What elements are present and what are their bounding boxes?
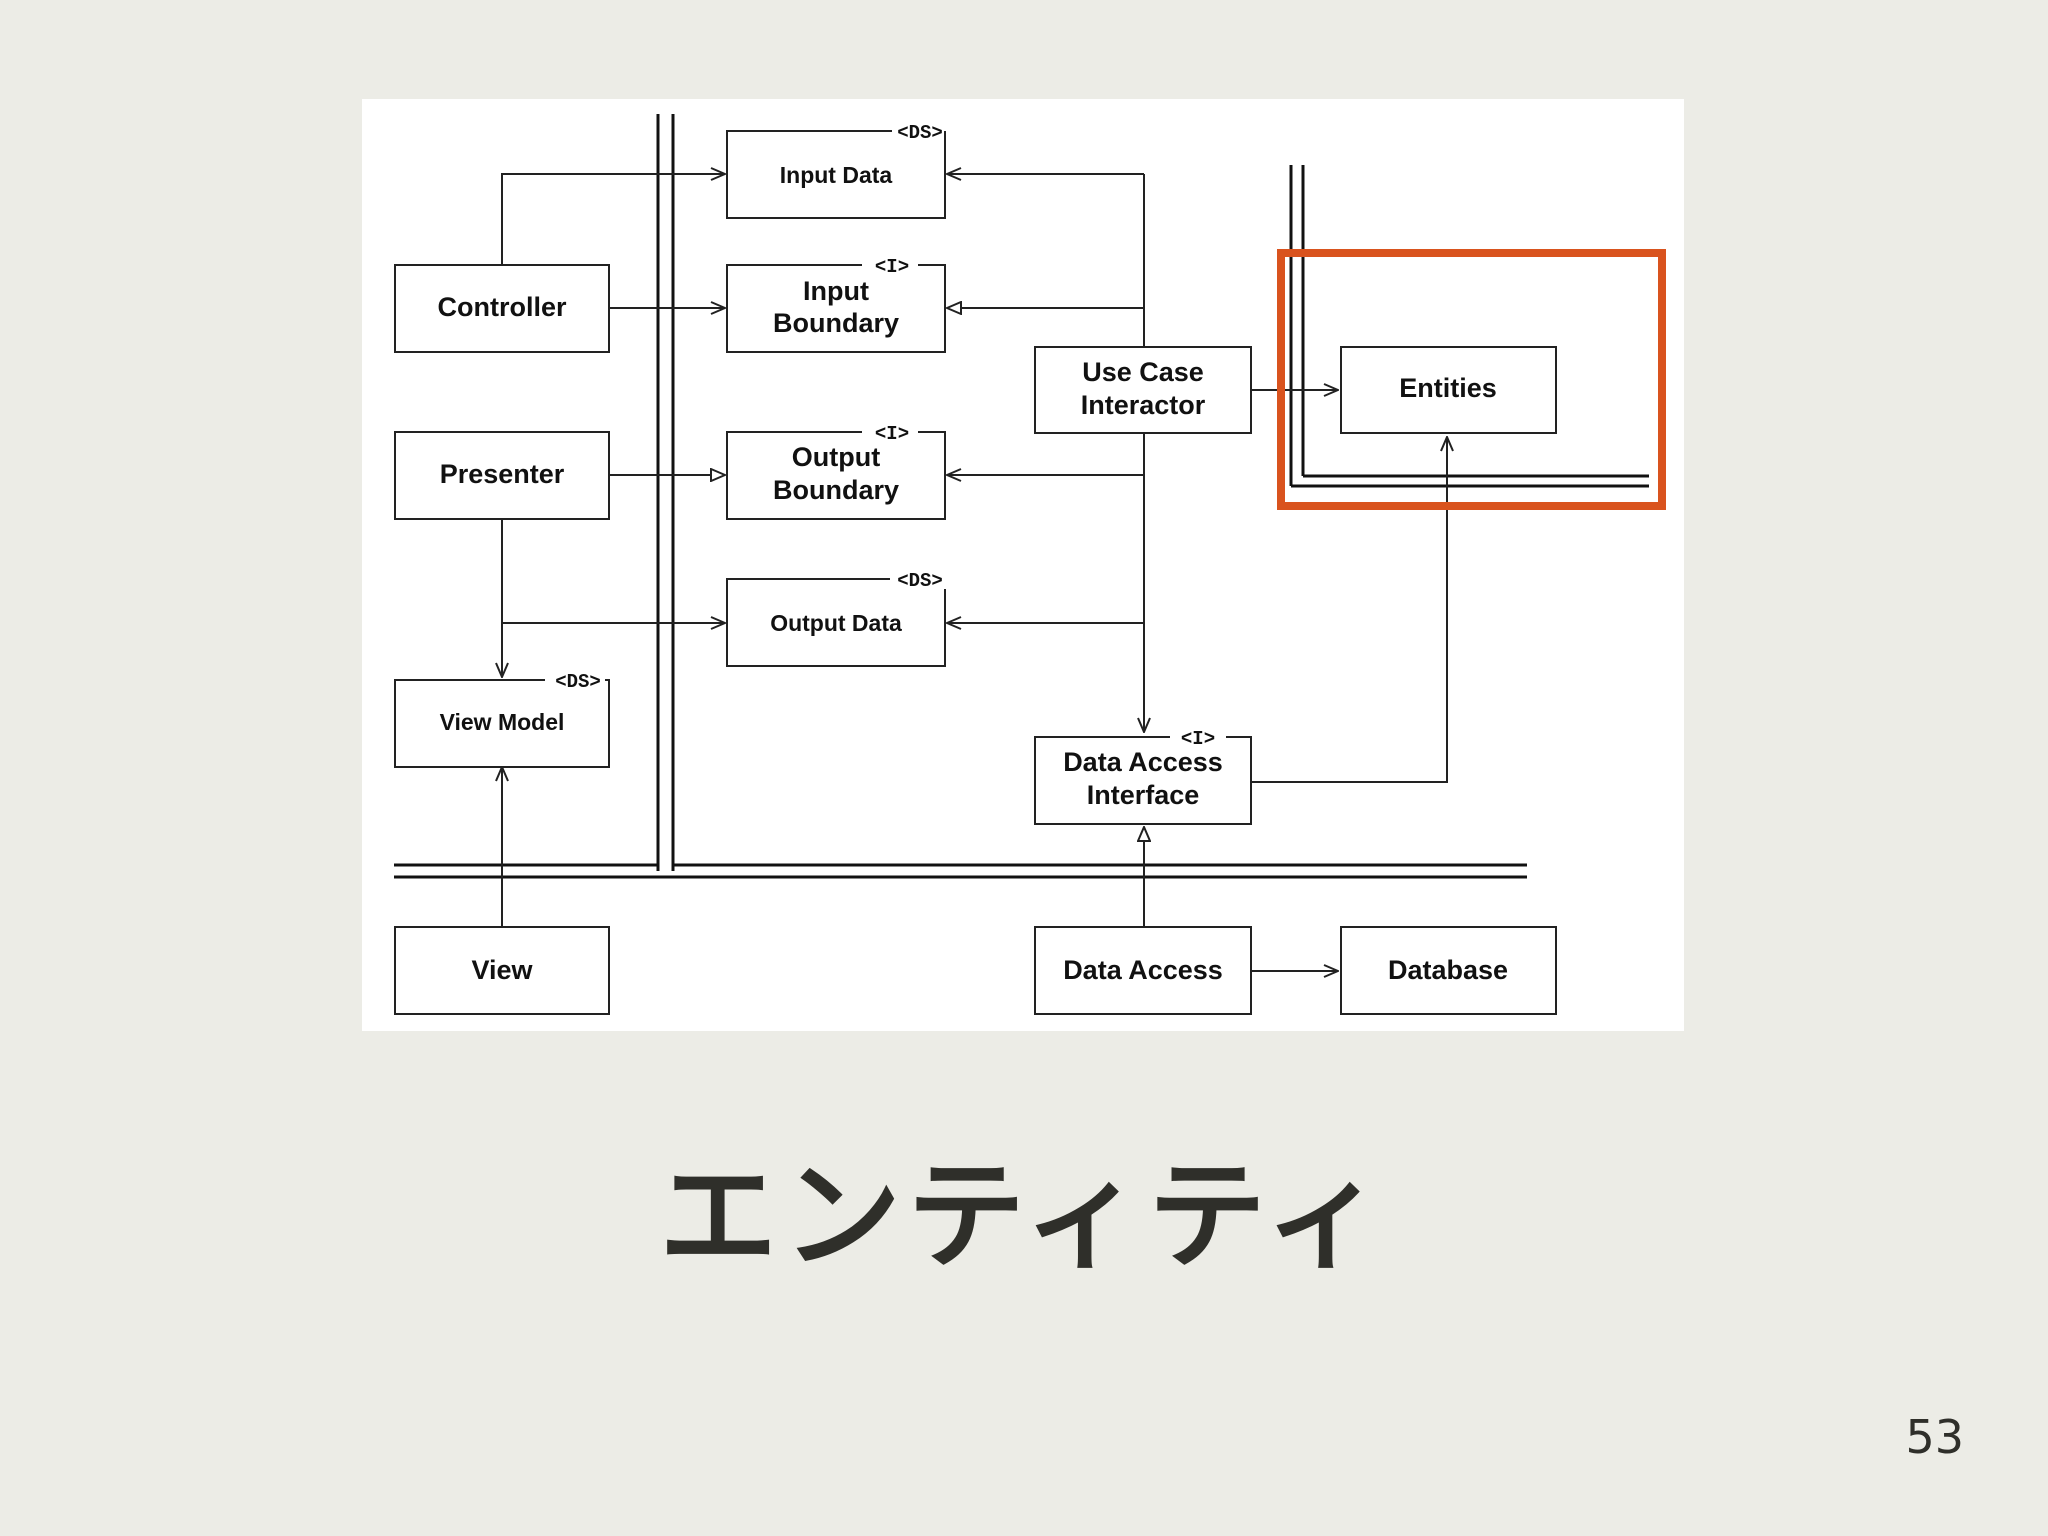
page-number: 53 <box>1905 1410 1964 1464</box>
box-data-access: Data Access <box>1034 926 1252 1015</box>
connectors <box>502 174 1447 971</box>
presenter-label: Presenter <box>440 459 565 489</box>
box-input-data: <DS> Input Data <box>726 122 946 219</box>
boundary-lines <box>394 114 1649 879</box>
box-input-boundary: <I> Input Boundary <box>726 255 946 353</box>
box-entities: Entities <box>1340 346 1557 434</box>
data-access-interface-to-entities-arrow <box>1251 437 1447 783</box>
input-boundary-label-line-2: Boundary <box>773 308 899 338</box>
controller-to-input-data-arrow <box>501 174 725 265</box>
input-data-label: Input Data <box>780 162 893 188</box>
box-data-access-interface: <I> Data Access Interface <box>1034 727 1252 825</box>
use-case-interactor-label-line-2: Interactor <box>1081 390 1206 420</box>
output-boundary-stereotype: <I> <box>875 423 909 445</box>
database-label: Database <box>1388 955 1508 985</box>
box-view-model: <DS> View Model <box>394 670 610 768</box>
entities-label: Entities <box>1399 373 1497 403</box>
data-access-interface-stereotype: <I> <box>1181 728 1215 750</box>
input-boundary-label-line-1: Input <box>803 276 869 306</box>
view-model-stereotype: <DS> <box>555 671 601 693</box>
box-output-data: <DS> Output Data <box>726 569 950 667</box>
diagram-canvas: <DS> Input Data <I> Input Boundary <I> O… <box>394 114 1666 1015</box>
output-data-label: Output Data <box>770 610 902 636</box>
input-boundary-stereotype: <I> <box>875 256 909 278</box>
input-data-stereotype: <DS> <box>897 122 943 144</box>
box-controller: Controller <box>394 264 610 353</box>
view-model-label: View Model <box>440 709 565 735</box>
box-database: Database <box>1340 926 1557 1015</box>
slide-title: エンティティ <box>659 1147 1389 1285</box>
data-access-label: Data Access <box>1063 955 1223 985</box>
entities-highlight-frame <box>1277 249 1666 510</box>
box-presenter: Presenter <box>394 431 610 520</box>
view-label: View <box>471 955 533 985</box>
box-use-case-interactor: Use Case Interactor <box>1034 346 1252 434</box>
output-boundary-label-line-2: Boundary <box>773 475 899 505</box>
box-output-boundary: <I> Output Boundary <box>726 422 946 520</box>
output-boundary-label-line-1: Output <box>792 442 880 472</box>
output-data-stereotype: <DS> <box>897 570 943 592</box>
use-case-interactor-label-line-1: Use Case <box>1082 357 1204 387</box>
box-view: View <box>394 926 610 1015</box>
data-access-interface-label-line-2: Interface <box>1087 780 1200 810</box>
controller-label: Controller <box>437 292 566 322</box>
clean-architecture-diagram: <DS> Input Data <I> Input Boundary <I> O… <box>362 99 1684 1031</box>
data-access-interface-label-line-1: Data Access <box>1063 747 1223 777</box>
